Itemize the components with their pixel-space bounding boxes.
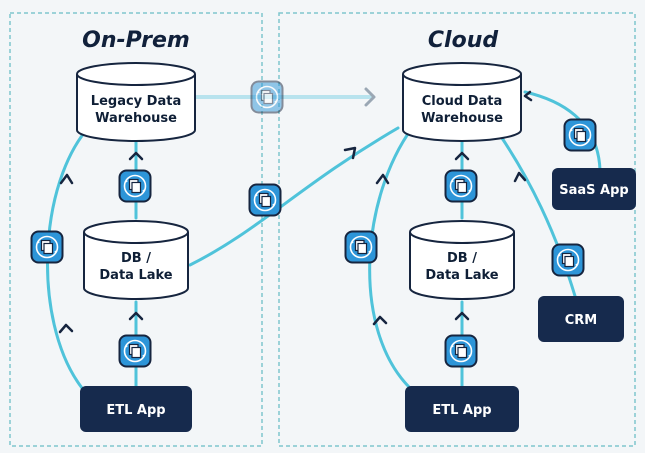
sync-copy-icon[interactable] xyxy=(444,169,478,203)
sync-copy-icon[interactable] xyxy=(344,230,378,264)
cloud-dw-label-line1: Cloud Data xyxy=(422,94,503,109)
sync-copy-icon[interactable] xyxy=(551,243,585,277)
sync-copy-icon[interactable] xyxy=(118,169,152,203)
cloud-etl-label: ETL App xyxy=(432,403,491,418)
cloud-db-label-line2: Data Lake xyxy=(425,268,498,283)
saas-label: SaaS App xyxy=(559,183,628,198)
cloud-db-label-line1: DB / xyxy=(447,251,477,266)
sync-copy-icon[interactable] xyxy=(30,230,64,264)
sync-copy-icon[interactable] xyxy=(563,118,597,152)
onprem-db-data-lake[interactable]: DB / Data Lake xyxy=(83,220,189,300)
sync-copy-icon[interactable] xyxy=(248,183,282,217)
legacy-dw-label-line2: Warehouse xyxy=(95,111,177,126)
cloud-data-warehouse[interactable]: Cloud Data Warehouse xyxy=(402,62,522,142)
flow-arrowheads xyxy=(58,90,533,334)
cloud-boundary xyxy=(278,12,636,447)
arrow-legacy-to-cloud-head xyxy=(364,87,376,107)
legacy-data-warehouse[interactable]: Legacy Data Warehouse xyxy=(76,62,196,142)
onprem-boundary xyxy=(9,12,263,447)
flow-saas-to-cloud-dw xyxy=(523,90,602,172)
flow-db-to-cloud-dw xyxy=(188,126,400,267)
crm-label: CRM xyxy=(565,313,598,328)
onprem-title: On-Prem xyxy=(82,28,190,53)
crm[interactable]: CRM xyxy=(538,296,624,342)
saas-app[interactable]: SaaS App xyxy=(552,168,636,210)
faded-sync-copy-icon xyxy=(250,80,284,114)
legacy-dw-label-line1: Legacy Data xyxy=(91,94,181,109)
onprem-db-label-line2: Data Lake xyxy=(99,268,172,283)
sync-copy-icon[interactable] xyxy=(444,334,478,368)
onprem-etl-app[interactable]: ETL App xyxy=(80,386,192,432)
cloud-etl-app[interactable]: ETL App xyxy=(405,386,519,432)
cloud-title: Cloud xyxy=(428,28,498,53)
onprem-db-label-line1: DB / xyxy=(121,251,151,266)
cloud-db-data-lake[interactable]: DB / Data Lake xyxy=(409,220,515,300)
flow-lines xyxy=(46,90,602,390)
cloud-dw-label-line2: Warehouse xyxy=(421,111,503,126)
onprem-etl-label: ETL App xyxy=(106,403,165,418)
sync-copy-icon[interactable] xyxy=(118,334,152,368)
